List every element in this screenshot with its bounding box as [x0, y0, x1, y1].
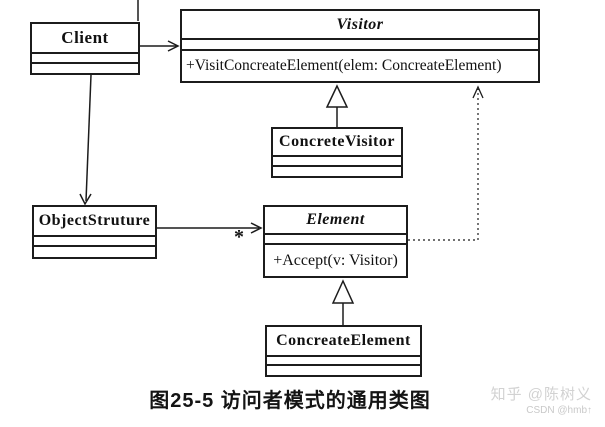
open-arrowhead-down-icon [79, 193, 92, 206]
operations-compartment [34, 247, 155, 257]
open-arrowhead-right-icon [167, 40, 180, 52]
watermark-zhihu-label: 知乎 @陈树义 [490, 386, 592, 403]
attributes-compartment [267, 357, 420, 366]
generalization-concreateelement-element [331, 279, 355, 325]
class-name: Element [265, 207, 406, 235]
attributes-compartment [273, 157, 401, 167]
operation-label: +Accept(v: Visitor) [273, 251, 398, 269]
open-arrowhead-up-icon [472, 85, 484, 99]
association-objectstructure-element [157, 222, 263, 234]
class-name: ConcreateElement [267, 327, 420, 357]
watermark: 知乎 @陈树义 CSDN @hmb↑ [490, 386, 592, 416]
watermark-csdn-label: CSDN @hmb↑ [526, 404, 592, 416]
generalization-concretevisitor-visitor [325, 84, 349, 127]
operations-compartment [273, 167, 401, 176]
attributes-compartment [32, 54, 138, 64]
attributes-compartment [34, 237, 155, 247]
class-box-concrete-visitor: ConcreteVisitor [271, 127, 403, 178]
multiplicity-label: * [234, 226, 244, 248]
class-box-object-structure: ObjectStruture [32, 205, 157, 259]
class-box-concreate-element: ConcreateElement [265, 325, 422, 377]
association-client-visitor [140, 40, 180, 52]
class-name: ObjectStruture [34, 207, 155, 237]
hollow-triangle-icon [331, 279, 355, 304]
operation-label: +VisitConcreateElement(elem: ConcreateEl… [186, 57, 502, 74]
class-name: ConcreteVisitor [273, 129, 401, 157]
operations-compartment [32, 64, 138, 73]
attributes-compartment [182, 40, 538, 51]
class-box-client: Client [30, 22, 140, 75]
attributes-compartment [265, 235, 406, 245]
dependency-element-visitor [408, 85, 484, 241]
association-client-objectstructure [79, 74, 92, 206]
class-box-visitor: Visitor +VisitConcreateElement(elem: Con… [180, 9, 540, 83]
class-name: Client [32, 24, 138, 54]
operations-compartment [267, 366, 420, 375]
class-box-element: Element +Accept(v: Visitor) [263, 205, 408, 278]
open-arrowhead-right-icon [250, 222, 263, 234]
figure-caption: 图25-5 访问者模式的通用类图 [149, 390, 431, 412]
class-name: Visitor [182, 11, 538, 40]
hollow-triangle-icon [325, 84, 349, 108]
